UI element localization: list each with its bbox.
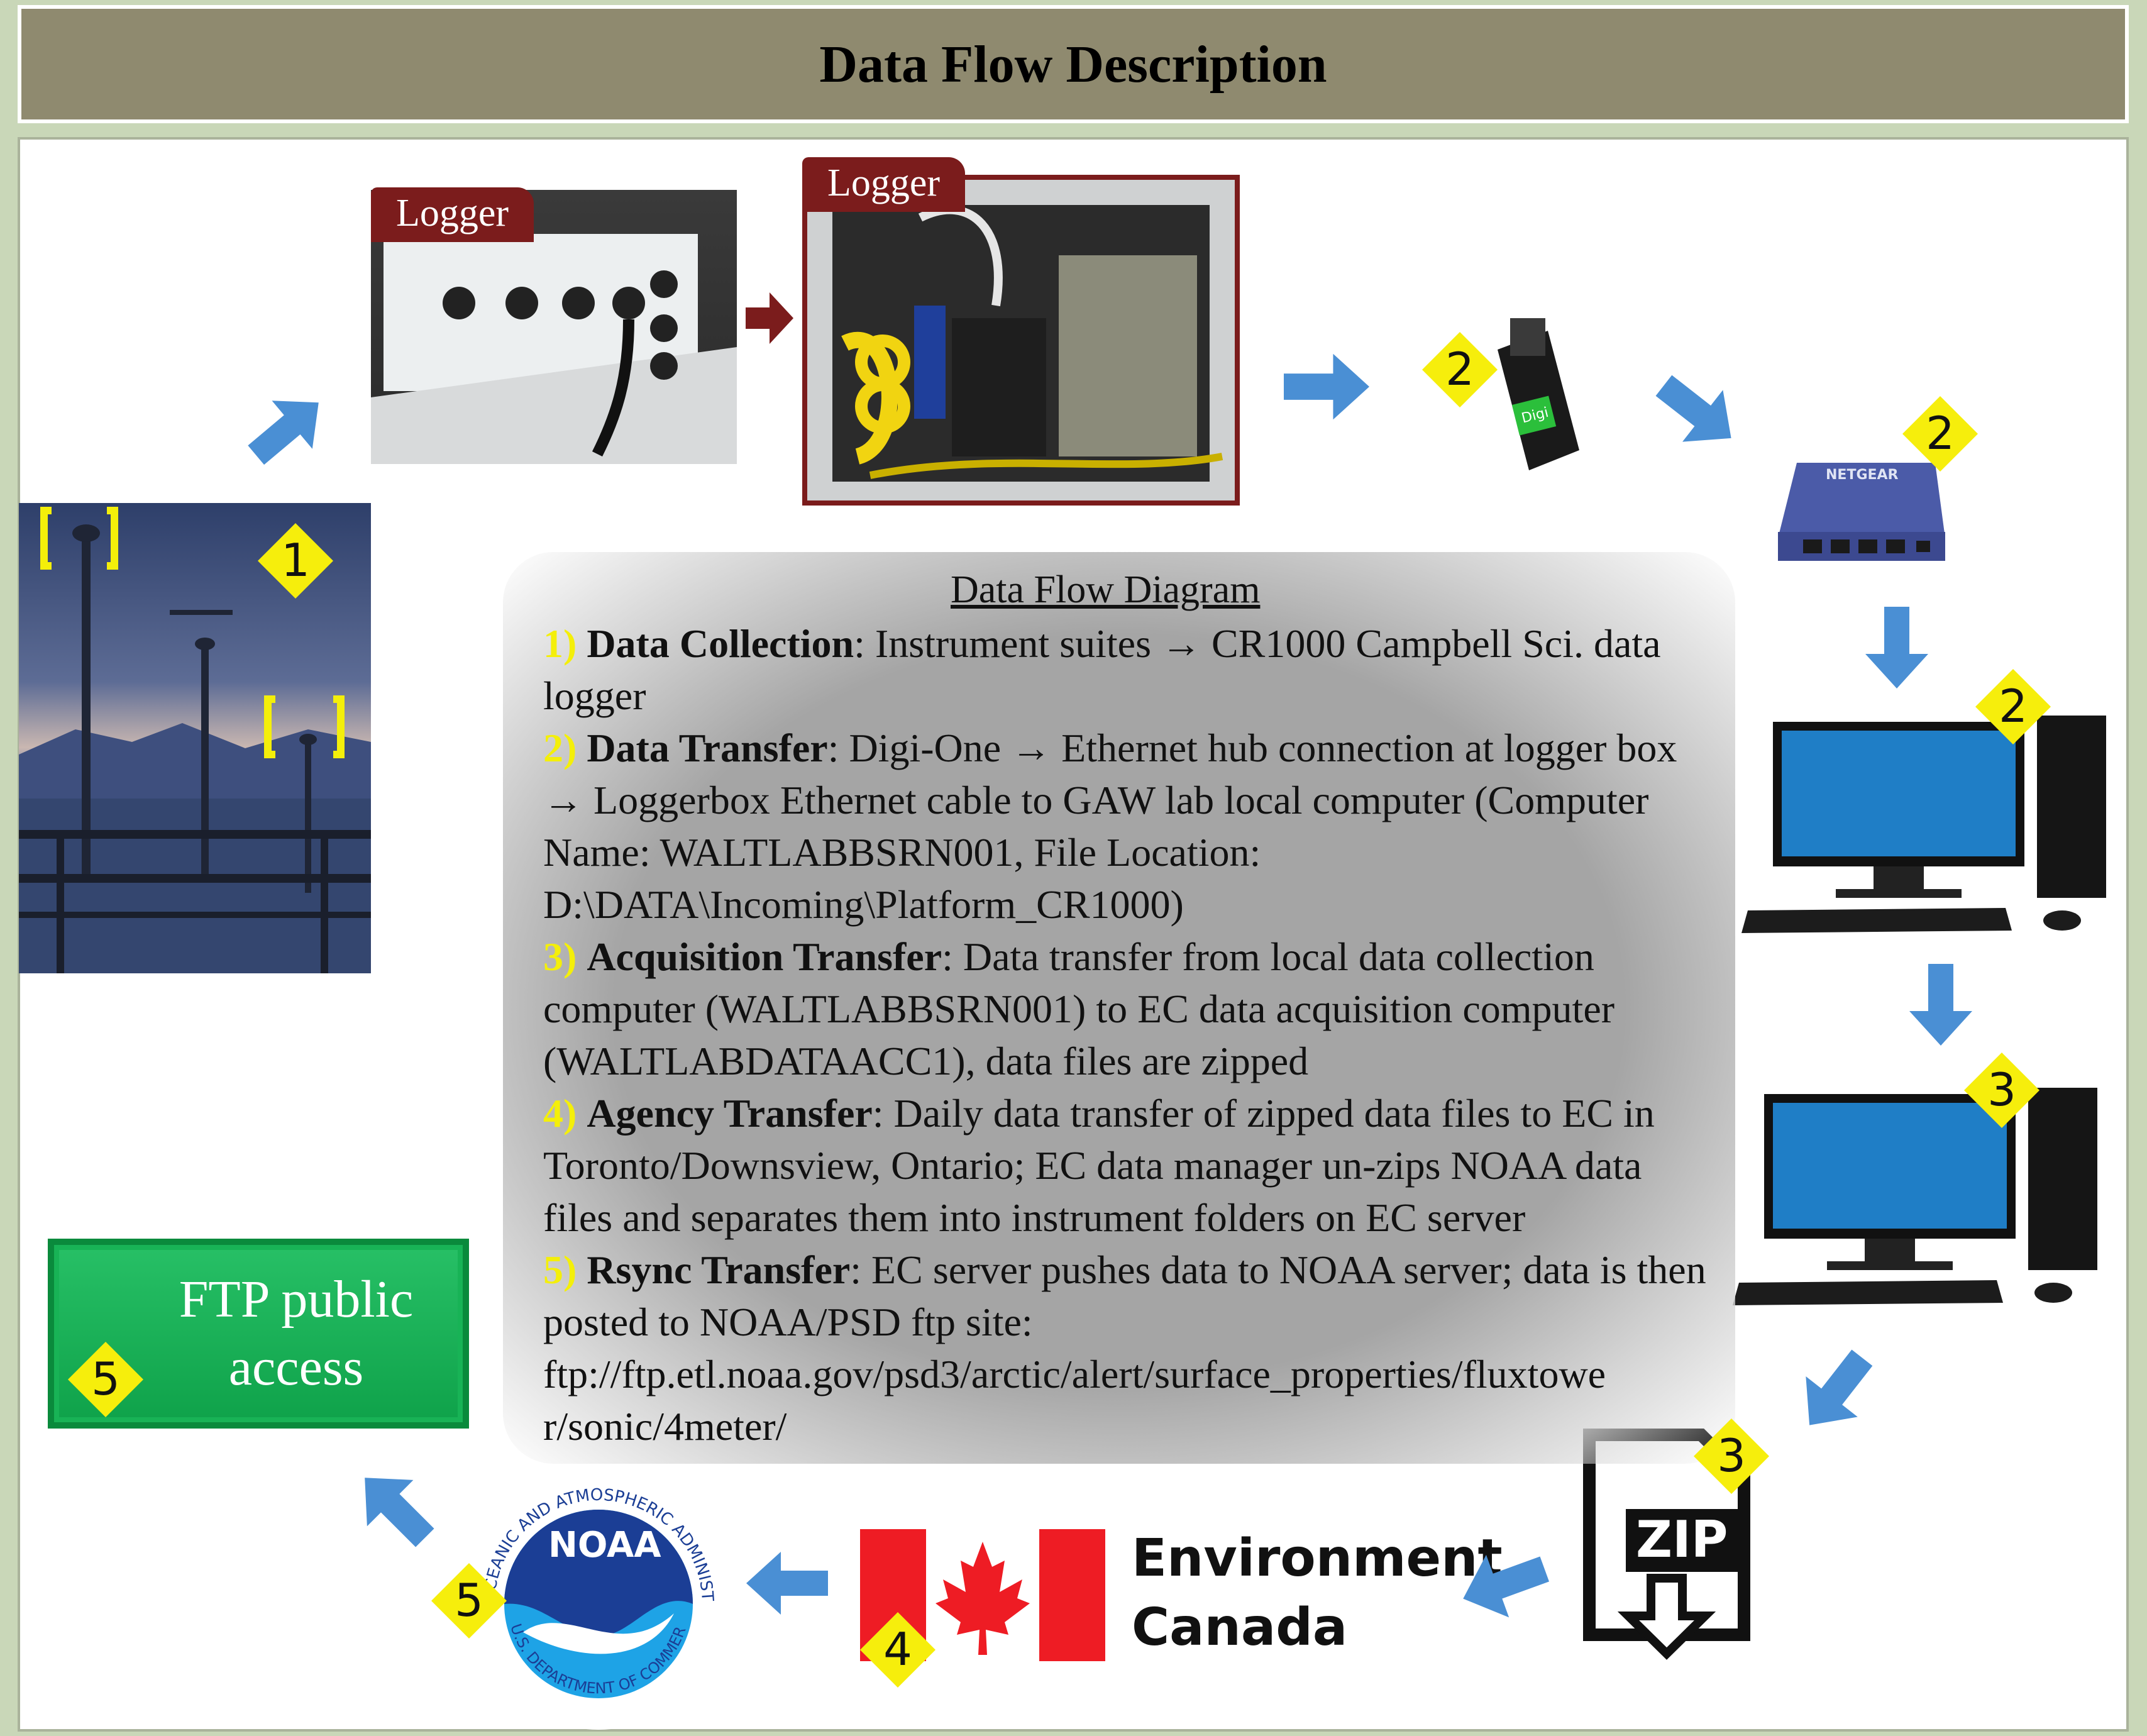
flow-arrow-icon: [744, 1552, 830, 1615]
flow-arrow-icon: [1643, 359, 1752, 464]
step-badge: 2: [1975, 669, 2051, 744]
flow-arrow-icon: [1909, 964, 1972, 1046]
step-number: 4): [543, 1091, 577, 1136]
step-item: 5) Rsync Transfer: EC server pushes data…: [543, 1244, 1713, 1452]
header-bar: Data Flow Description: [18, 5, 2129, 123]
step-list: 1) Data Collection: Instrument suites → …: [543, 617, 1713, 1452]
svg-text:4: 4: [883, 1623, 912, 1676]
step-text: : EC server pushes data to NOAA server; …: [543, 1247, 1706, 1449]
step-item: 4) Agency Transfer: Daily data transfer …: [543, 1087, 1713, 1244]
svg-text:3: 3: [1717, 1429, 1746, 1482]
step-badge: 1: [258, 523, 333, 599]
svg-text:2: 2: [1999, 680, 2028, 733]
page-title: Data Flow Description: [819, 35, 1327, 94]
step-badge: 4: [860, 1612, 936, 1688]
step-number: 1): [543, 621, 577, 666]
logger-label-1: Logger: [371, 187, 534, 242]
step-title: Data Collection: [587, 621, 854, 666]
svg-text:5: 5: [455, 1574, 483, 1627]
svg-text:2: 2: [1445, 343, 1474, 395]
red-arrow-icon: [746, 292, 793, 344]
flow-arrow-icon: [236, 379, 339, 479]
step-badge: 3: [1964, 1053, 2039, 1128]
step-item: 3) Acquisition Transfer: Data transfer f…: [543, 931, 1713, 1087]
ftp-label: FTP public access: [179, 1270, 414, 1396]
diagram-title: Data Flow Diagram: [951, 568, 1261, 611]
flow-arrow-icon: [1284, 353, 1369, 420]
step-title: Rsync Transfer: [587, 1247, 851, 1292]
environment-canada-name: Environment Canada: [1132, 1529, 1503, 1657]
step-item: 2) Data Transfer: Digi-One → Ethernet hu…: [543, 722, 1713, 931]
logger-interior-photo: [802, 175, 1240, 506]
svg-text:5: 5: [91, 1352, 120, 1405]
netgear-label: NETGEAR: [1826, 467, 1899, 483]
svg-text:2: 2: [1926, 407, 1955, 460]
step-title: Agency Transfer: [587, 1091, 873, 1136]
flow-arrow-icon: [1451, 1537, 1557, 1630]
step-title: Data Transfer: [587, 726, 828, 770]
step-badge: 5: [68, 1342, 143, 1417]
step-badge: 2: [1422, 332, 1498, 407]
step-number: 2): [543, 726, 577, 770]
step-text: : Daily data transfer of zipped data fil…: [543, 1091, 1655, 1240]
zip-label: ZIP: [1636, 1510, 1728, 1569]
acquisition-computer: [1726, 1081, 2104, 1308]
local-computer: [1735, 709, 2112, 936]
step-number: 5): [543, 1247, 577, 1292]
step-item: 1) Data Collection: Instrument suites → …: [543, 617, 1713, 722]
netgear-hub: NETGEAR: [1778, 450, 1945, 561]
step-number: 3): [543, 934, 577, 979]
data-flow-text-box: [503, 552, 1735, 1464]
digi-one-device: Digi: [1485, 306, 1586, 474]
step-text: : Instrument suites → CR1000 Campbell Sc…: [543, 621, 1661, 718]
flow-arrow-icon: [1865, 607, 1928, 688]
step-title: Acquisition Transfer: [587, 934, 942, 979]
noaa-logo-text: NOAA: [548, 1525, 661, 1566]
step-badge: 5: [431, 1563, 507, 1639]
step-text: : Digi-One → Ethernet hub connection at …: [543, 726, 1677, 927]
step-text: : Data transfer from local data collecti…: [543, 934, 1615, 1083]
flow-arrow-icon: [1783, 1337, 1888, 1446]
logger-label-2: Logger: [802, 157, 966, 212]
flow-arrow-icon: [341, 1454, 448, 1561]
svg-text:3: 3: [1987, 1063, 2016, 1116]
noaa-logo: OCEANIC AND ATMOSPHERIC ADMINISTRATION U…: [460, 1461, 731, 1733]
svg-text:1: 1: [281, 534, 310, 587]
step-badge: 3: [1694, 1418, 1769, 1494]
step-badge: 2: [1902, 396, 1978, 472]
zip-file-icon: ZIP: [1582, 1427, 1752, 1666]
